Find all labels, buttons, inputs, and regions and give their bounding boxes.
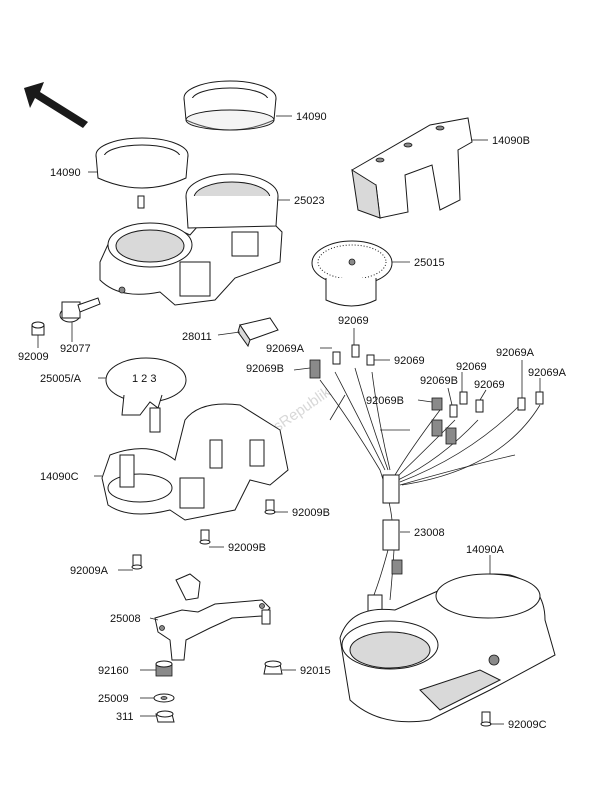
washer [153,693,175,703]
label-311: 311 [116,711,134,723]
label-92069b-2: 92069B [420,375,458,387]
label-23008: 23008 [414,527,445,539]
screw-92009c [480,711,492,727]
label-92069b-3: 92069B [366,395,404,407]
label-92160: 92160 [98,665,129,677]
label-25008: 25008 [110,613,141,625]
label-14090c: 14090C [40,471,79,483]
front-direction-arrow-icon [24,82,88,128]
reset-knob [59,297,101,323]
label-14090b: 14090B [492,135,530,147]
dial-unit [311,240,393,307]
outer-meter-cover [339,573,556,723]
label-92009c: 92009C [508,719,547,731]
screw-92009a [131,554,143,570]
small-bracket [237,317,279,348]
small-screw [31,321,45,336]
label-92009a: 92009A [70,565,109,577]
label-25005a: 25005/A [40,373,82,385]
label-92009b-2: 92009B [228,542,266,554]
label-92069-right: 92069 [394,355,425,367]
label-92069b-1: 92069B [246,363,284,375]
label-92069a-2: 92069A [496,347,535,359]
upper-meter-cover [351,117,473,219]
label-92069-mid2: 92069 [474,379,505,391]
grommet-nut [155,660,173,677]
flange-nut [263,660,283,675]
lower-meter-case [101,403,289,521]
label-25009: 25009 [98,693,129,705]
label-92015: 92015 [300,665,331,677]
mounting-bracket [154,573,271,661]
screw-25008 [261,609,271,625]
label-92069a-3: 92069A [528,367,567,379]
label-92077: 92077 [60,343,91,355]
meter-cover-ring-top [183,80,277,131]
screw-92009b-1 [264,499,276,515]
screw-92009b-2 [199,529,211,545]
leader-lines [37,115,541,725]
meter-cover-ring-left [95,137,189,209]
label-14090-left: 14090 [50,167,81,179]
meter-assembly [99,173,283,306]
nut-311 [155,710,175,723]
wiring-harness [309,344,544,612]
label-92069-top: 92069 [338,315,369,327]
label-25015: 25015 [414,257,445,269]
label-92009: 92009 [18,351,49,363]
part-labels: 14090 14090 14090B 25023 25015 92009 920… [18,111,567,731]
label-14090a: 14090A [466,544,505,556]
label-28011: 28011 [182,331,212,343]
speedometer-unit: 1 2 3 [105,357,187,433]
label-14090-top: 14090 [296,111,327,123]
label-92069-mid1: 92069 [456,361,487,373]
label-92069a-1: 92069A [266,343,305,355]
label-92009b-1: 92009B [292,507,330,519]
label-25023: 25023 [294,195,325,207]
svg-text:1 2 3: 1 2 3 [132,373,156,385]
